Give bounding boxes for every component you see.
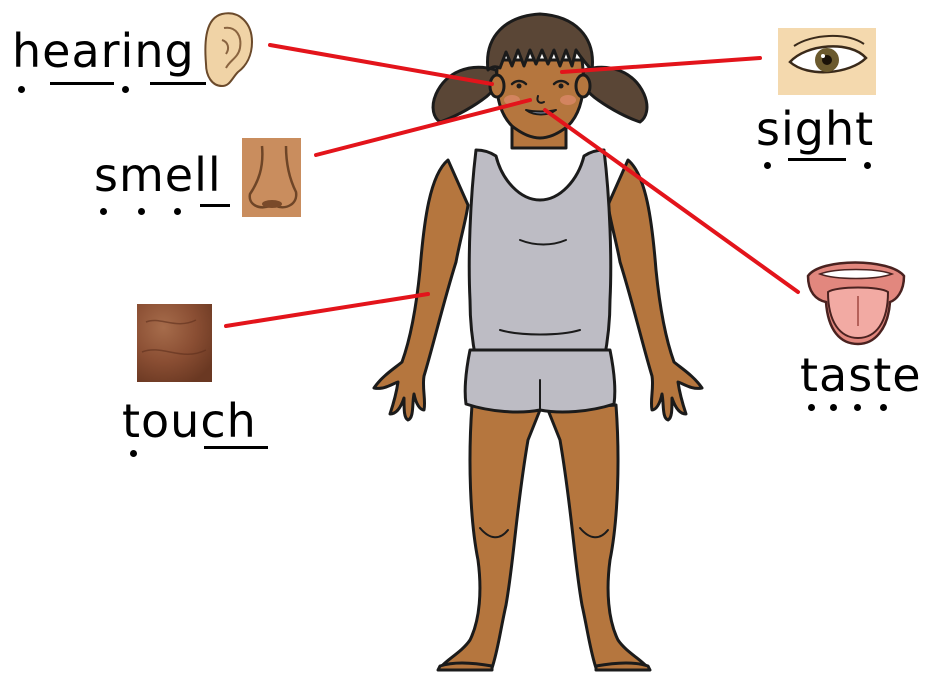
smell-label: smell [94,152,222,198]
eye-icon [778,28,876,95]
left-arm [374,160,468,420]
right-pigtail [583,67,647,122]
hearing-connector [270,45,492,84]
hearing-label: hearing [12,28,195,74]
touch-label: touch [122,398,257,444]
taste-phonics-marks [806,400,906,414]
skin-texture-icon [137,304,212,382]
smell-connector [316,100,530,155]
smell-phonics-marks [94,204,244,218]
sight-phonics-marks [760,158,880,172]
taste-label: taste [800,352,922,398]
right-arm [608,160,702,420]
touch-connector [226,294,428,326]
girl-figure [374,14,702,670]
nose-icon [242,138,301,217]
vest [469,150,611,360]
tongue-icon [808,263,904,345]
ear-icon [205,13,252,86]
hearing-phonics-marks [14,82,214,96]
sight-label: sight [756,106,874,152]
touch-phonics-marks [122,446,282,460]
